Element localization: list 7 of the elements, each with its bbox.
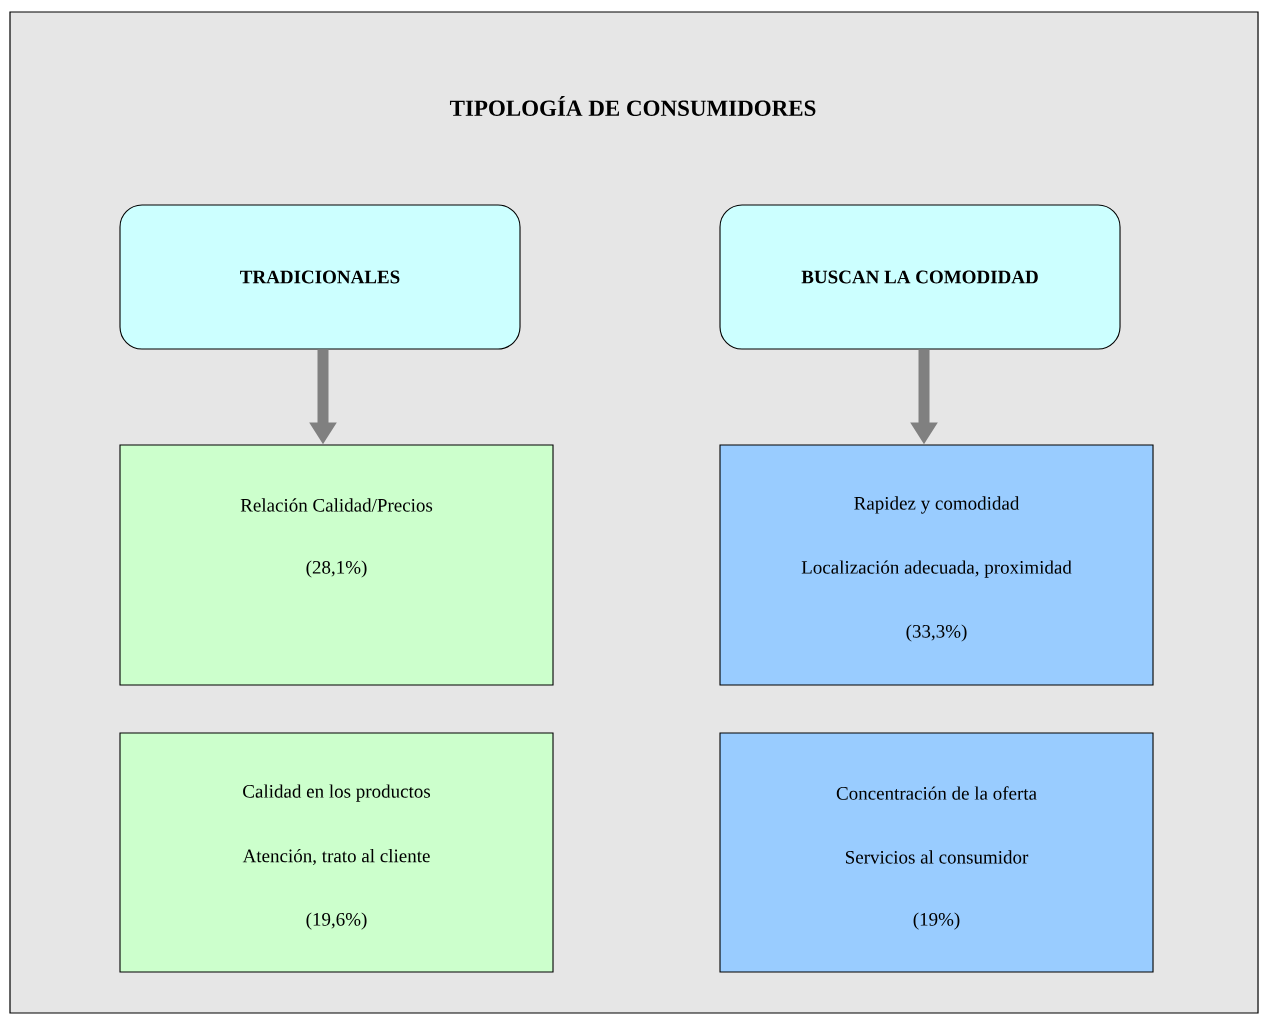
header-box: BUSCAN LA COMODIDAD bbox=[719, 204, 1121, 350]
text-box: Concentración de la oferta Servicios al consumidor (19%) bbox=[719, 732, 1154, 973]
header-box: TRADICIONALES bbox=[119, 204, 521, 350]
text-box: Rapidez y comodidad Localización adecuada, proximidad (33,3%) bbox=[719, 444, 1154, 686]
title: TIPOLOGÍA DE CONSUMIDORES bbox=[450, 96, 816, 116]
text-box: Calidad en los productos Atención, trato al cliente (19,6%) bbox=[119, 732, 554, 973]
text-box: Relación Calidad/Precios (28,1%) bbox=[119, 444, 554, 686]
